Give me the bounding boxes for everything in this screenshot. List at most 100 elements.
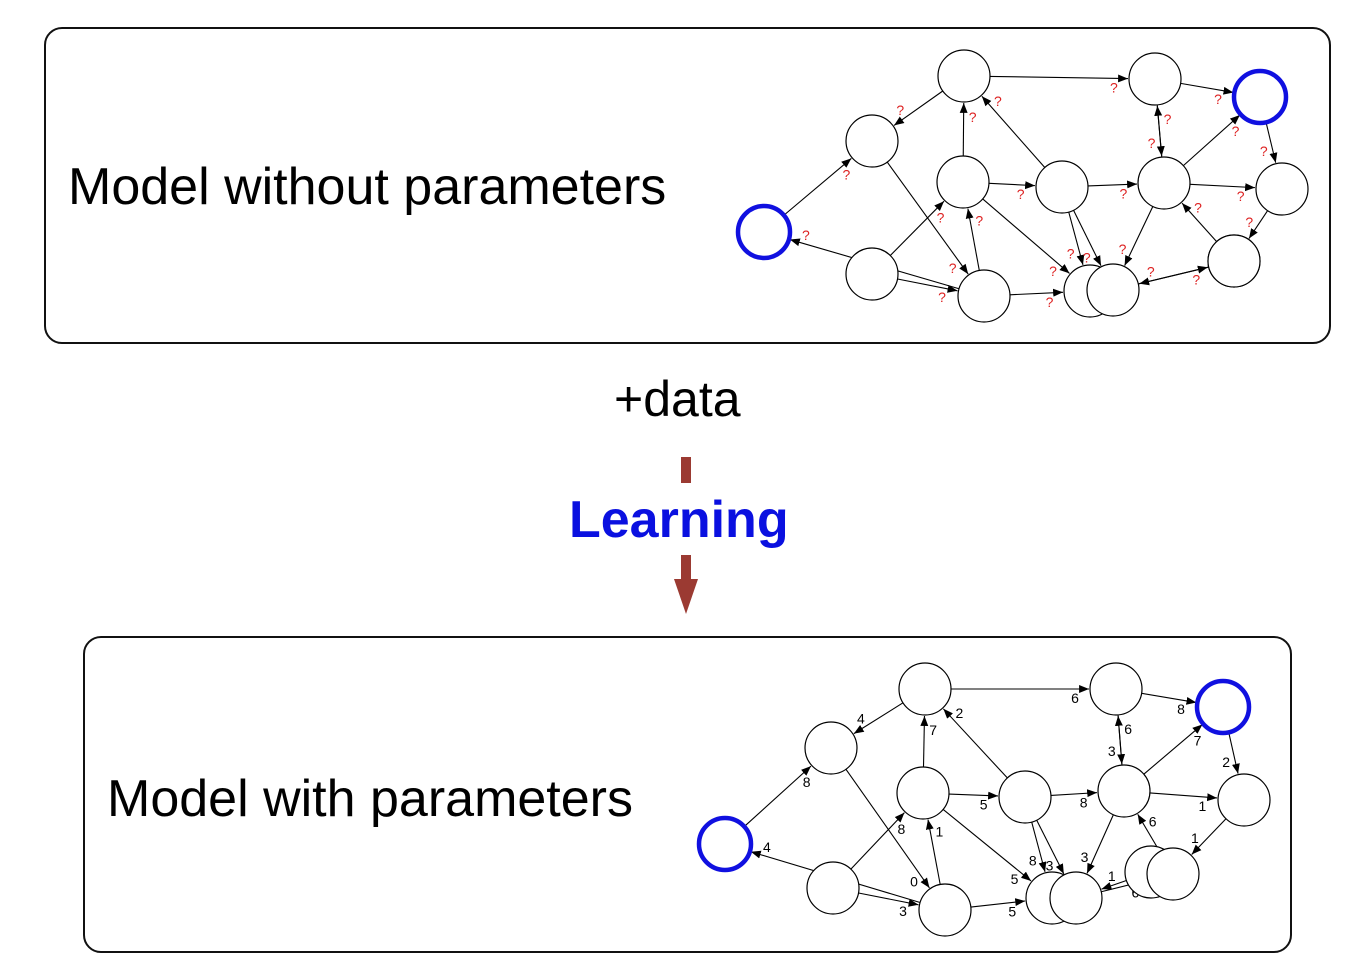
edge-label: 3: [1046, 857, 1054, 873]
edge-L-M: [1191, 818, 1227, 855]
edge-K-D: [1154, 105, 1163, 158]
edge-label: 8: [803, 774, 811, 790]
edge-A-B: [743, 765, 812, 827]
edge-I-N: [1101, 879, 1127, 890]
graph-node: [1089, 662, 1143, 716]
edge-label: ?: [994, 93, 1002, 109]
edge-M-K: [1181, 202, 1218, 243]
edge-label: ?: [937, 209, 945, 225]
graph-node: [918, 883, 972, 937]
edge-label: ?: [1194, 200, 1202, 216]
edge-label: ?: [969, 109, 977, 125]
edge-label: 8: [897, 821, 905, 837]
graph-node: [1035, 160, 1089, 214]
graph-node: [998, 770, 1052, 824]
edge-G-E: [925, 819, 941, 885]
edge-J-N: [1073, 210, 1102, 267]
edge-F-E: [889, 200, 945, 256]
edge-label: 5: [980, 796, 988, 812]
edge-label: ?: [1192, 271, 1200, 287]
edge-label: 8: [1029, 853, 1037, 869]
graph-node: [1146, 847, 1200, 901]
graph-node: [957, 269, 1011, 323]
graph-node: [1217, 773, 1271, 827]
terminal-node: [735, 203, 793, 261]
edge-K-N: [1086, 814, 1114, 874]
edge-label: 8: [1177, 701, 1185, 717]
edge-label: 1: [1199, 798, 1207, 814]
edge-label: ?: [1245, 214, 1253, 230]
edge-label: ?: [1067, 246, 1075, 262]
edge-label: 8: [1080, 794, 1088, 810]
edge-label: 7: [929, 722, 937, 738]
edge-D-O: [1180, 82, 1234, 95]
edge-label: ?: [938, 289, 946, 305]
edge-label: ?: [802, 227, 810, 243]
edge-label: ?: [1046, 294, 1054, 310]
edge-label: 1: [1191, 830, 1199, 846]
graph-with-parameters: 846820723678581186155363143: [696, 662, 1271, 937]
edge-M-K: [1137, 813, 1161, 852]
edge-C-B: [893, 90, 944, 126]
edge-label: ?: [1110, 79, 1118, 95]
edge-C-B: [853, 702, 904, 735]
edge-O-L: [1265, 122, 1278, 163]
graph-node: [1207, 234, 1261, 288]
graph-node: [806, 861, 860, 915]
edge-label: 2: [956, 705, 964, 721]
edge-C-D: [989, 74, 1129, 83]
edge-label: ?: [1164, 111, 1172, 127]
edge-K-O: [1143, 724, 1203, 775]
edge-B-G: [845, 768, 930, 889]
edge-label: 5: [1008, 904, 1016, 920]
edge-J-H: [1031, 821, 1047, 873]
panel-title: Model with parameters: [107, 770, 633, 828]
graph-node: [1128, 52, 1182, 106]
edge-D-O: [1141, 692, 1197, 705]
edge-label: 4: [857, 711, 865, 727]
edge-label: 4: [763, 839, 771, 855]
edge-label: ?: [1260, 143, 1268, 159]
panel-title: Model without parameters: [68, 158, 667, 216]
edge-label: ?: [1119, 241, 1127, 257]
graph-node: [1255, 162, 1309, 216]
edge-G-E: [965, 208, 980, 271]
edge-I-N: [1139, 266, 1209, 286]
edge-F-G: [858, 892, 919, 907]
graph-node: [937, 49, 991, 103]
edge-E-H: [982, 198, 1070, 274]
edge-label: ?: [975, 213, 983, 229]
edge-J-K: [1087, 180, 1138, 189]
graph-node: [1137, 156, 1191, 210]
edge-J-C: [942, 708, 1008, 779]
edge-label: 7: [1194, 732, 1202, 748]
graph-node: [1097, 764, 1151, 818]
edge-O-L: [1228, 732, 1240, 774]
edge-label: 0: [910, 874, 918, 890]
edge-K-D: [1114, 715, 1123, 766]
edge-label: ?: [843, 166, 851, 182]
data-label: +data: [614, 371, 741, 427]
edge-E-H: [942, 808, 1032, 882]
graph-node: [898, 662, 952, 716]
graph-node: [936, 155, 990, 209]
graph-node: [845, 247, 899, 301]
edge-label: ?: [1214, 91, 1222, 107]
terminal-node: [1231, 68, 1289, 126]
graph-node: [804, 721, 858, 775]
edge-label: ?: [1083, 249, 1091, 265]
arrow-head: [674, 579, 698, 614]
edge-K-N: [1124, 206, 1154, 266]
edge-E-C: [959, 102, 968, 157]
edge-label: 1: [1108, 868, 1116, 884]
edge-label: ?: [949, 260, 957, 276]
edge-K-L: [1149, 792, 1218, 802]
edge-G-H: [970, 898, 1026, 908]
edge-label: ?: [1049, 263, 1057, 279]
edge-label: ?: [1232, 123, 1240, 139]
edge-label: ?: [1147, 264, 1155, 280]
edge-label: 1: [936, 824, 944, 840]
graph-node: [845, 114, 899, 168]
edge-F-G: [897, 278, 958, 293]
graph-node: [1049, 871, 1103, 925]
